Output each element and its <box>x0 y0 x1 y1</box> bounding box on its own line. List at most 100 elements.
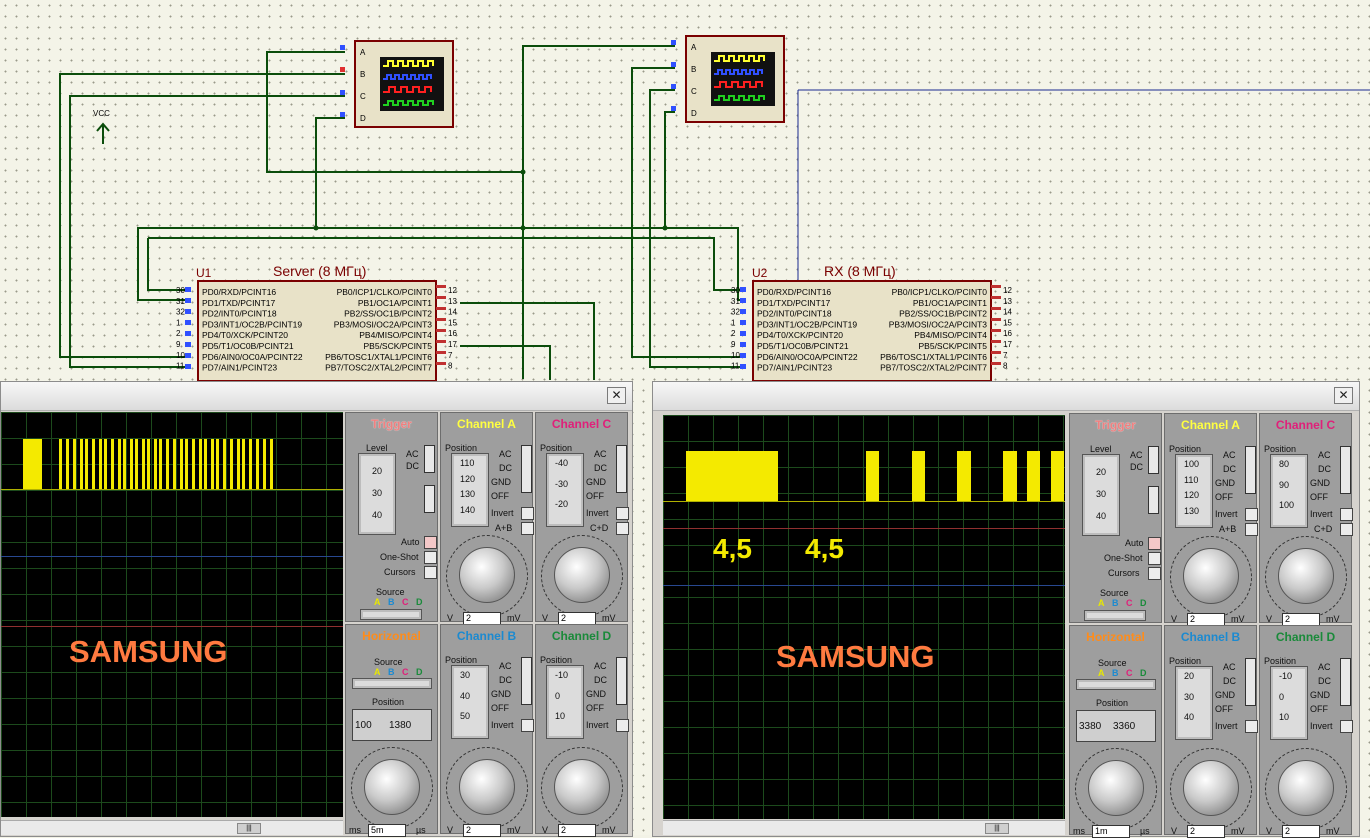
scope2-trigger-source-d[interactable]: D <box>1140 598 1147 608</box>
scope2-scroll-thumb[interactable]: ||| <box>985 823 1009 834</box>
scope2-channel_d-mode-gnd[interactable]: GND <box>1310 690 1330 700</box>
scope1-horizontal-source-d[interactable]: D <box>416 667 423 677</box>
scope1-channel_b-invert-button[interactable] <box>521 719 534 732</box>
scope2-trigger-source-a[interactable]: A <box>1098 598 1105 608</box>
scope1-channel_b-mode-off[interactable]: OFF <box>491 703 509 713</box>
scope1-channel_c-volts-knob[interactable] <box>554 547 610 603</box>
scope1-trigger-source-d[interactable]: D <box>416 597 423 607</box>
scope1-channel_b-mode-ac[interactable]: AC <box>499 661 512 671</box>
scope1-scrollbar[interactable]: ||| <box>1 820 343 835</box>
scope2-channel_d-volts-knob[interactable] <box>1278 760 1334 816</box>
scope2-channel_c-mode-off[interactable]: OFF <box>1310 492 1328 502</box>
scope1-channel_a-mode-gnd[interactable]: GND <box>491 477 511 487</box>
scope1-channel_a-volts-knob[interactable] <box>459 547 515 603</box>
scope2-channel_a-mode-dc[interactable]: DC <box>1223 464 1236 474</box>
scope1-channel_c-invert-button[interactable] <box>616 507 629 520</box>
scope2-channel_d-invert-button[interactable] <box>1340 720 1353 733</box>
scope2-titlebar[interactable]: ✕ <box>653 382 1359 411</box>
scope1-trigger-source-b[interactable]: B <box>388 597 395 607</box>
scope1-channel_d-coupling-switch[interactable] <box>616 657 627 705</box>
scope1-titlebar[interactable]: ✕ <box>1 382 632 411</box>
scope2-trigger-source-c[interactable]: C <box>1126 598 1133 608</box>
scope2-channel_c-invert-button[interactable] <box>1340 508 1353 521</box>
scope2-channel_c-volts-knob[interactable] <box>1278 548 1334 604</box>
scope1-trigger-source-a[interactable]: A <box>374 597 381 607</box>
scope2-trigger-auto-button[interactable] <box>1148 537 1161 550</box>
scope2-channel_b-invert-button[interactable] <box>1245 720 1258 733</box>
scope2-horizontal-source-a[interactable]: A <box>1098 668 1105 678</box>
scope2-channel_d-volts-value[interactable]: 2 <box>1282 825 1320 838</box>
scope1-channel_c-mode-dc[interactable]: DC <box>594 463 607 473</box>
scope2-trigger-edge-switch[interactable] <box>1148 486 1159 514</box>
scope2-horizontal-timebase-knob[interactable] <box>1088 760 1144 816</box>
scope1-trigger-cursors-button[interactable] <box>424 566 437 579</box>
scope2-channel_c-mode-ac[interactable]: AC <box>1318 450 1331 460</box>
scope2-channel_c-coupling-switch[interactable] <box>1340 446 1351 494</box>
scope1-trigger-source-c[interactable]: C <box>402 597 409 607</box>
scope2-channel_d-mode-dc[interactable]: DC <box>1318 676 1331 686</box>
scope1-channel_a-sum-button[interactable] <box>521 522 534 535</box>
scope1-channel_b-volts-value[interactable]: 2 <box>463 824 501 837</box>
scope1-channel_d-volts-value[interactable]: 2 <box>558 824 596 837</box>
scope1-close-button[interactable]: ✕ <box>607 387 626 404</box>
scope2-scrollbar[interactable]: ||| <box>663 820 1065 835</box>
scope2-horizontal-source-b[interactable]: B <box>1112 668 1119 678</box>
scope2-channel_b-volts-knob[interactable] <box>1183 760 1239 816</box>
scope2-channel_d-mode-off[interactable]: OFF <box>1310 704 1328 714</box>
scope1-channel_d-invert-button[interactable] <box>616 719 629 732</box>
scope1-channel_a-mode-dc[interactable]: DC <box>499 463 512 473</box>
scope2-horizontal-source-c[interactable]: C <box>1126 668 1133 678</box>
scope1-channel_a-mode-ac[interactable]: AC <box>499 449 512 459</box>
scope2-channel_a-mode-ac[interactable]: AC <box>1223 450 1236 460</box>
scope2-channel_b-mode-off[interactable]: OFF <box>1215 704 1233 714</box>
scope2-channel_c-mode-dc[interactable]: DC <box>1318 464 1331 474</box>
scope1-horizontal-timebase-value[interactable]: 5m <box>368 824 406 837</box>
scope1-horizontal-source-c[interactable]: C <box>402 667 409 677</box>
scope2-channel_a-invert-button[interactable] <box>1245 508 1258 521</box>
scope1-scroll-thumb[interactable]: ||| <box>237 823 261 834</box>
scope1-channel_b-volts-knob[interactable] <box>459 759 515 815</box>
scope2-channel_d-mode-ac[interactable]: AC <box>1318 662 1331 672</box>
scope1-channel_d-mode-off[interactable]: OFF <box>586 703 604 713</box>
scope1-trigger-oneshot-button[interactable] <box>424 551 437 564</box>
scope1-channel_c-mode-off[interactable]: OFF <box>586 491 604 501</box>
scope1-channel_c-position-slider[interactable]: -40-30-20 <box>546 453 584 527</box>
scope1-channel_a-coupling-switch[interactable] <box>521 445 532 493</box>
scope1-trigger-edge-switch[interactable] <box>424 485 435 513</box>
scope2-horizontal-source-d[interactable]: D <box>1140 668 1147 678</box>
scope1-horizontal-timebase-knob[interactable] <box>364 759 420 815</box>
scope2-horizontal-source-slider[interactable] <box>1076 679 1156 690</box>
scope1-channel_d-volts-knob[interactable] <box>554 759 610 815</box>
scope2-channel_a-coupling-switch[interactable] <box>1245 446 1256 494</box>
scope1-trigger-auto-button[interactable] <box>424 536 437 549</box>
scope1-channel_c-coupling-switch[interactable] <box>616 445 627 493</box>
scope1-horizontal-source-a[interactable]: A <box>374 667 381 677</box>
scope1-channel_c-mode-gnd[interactable]: GND <box>586 477 606 487</box>
scope2-channel_d-coupling-switch[interactable] <box>1340 658 1351 706</box>
scope2-horizontal-timebase-value[interactable]: 1m <box>1092 825 1130 838</box>
scope2-channel_b-mode-ac[interactable]: AC <box>1223 662 1236 672</box>
scope1-horizontal-source-slider[interactable] <box>352 678 432 689</box>
scope1-trigger-coupling-switch[interactable] <box>424 445 435 473</box>
scope1-channel_d-mode-ac[interactable]: AC <box>594 661 607 671</box>
scope2-channel_c-sum-button[interactable] <box>1340 523 1353 536</box>
scope1-horizontal-source-b[interactable]: B <box>388 667 395 677</box>
scope2-trigger-oneshot-button[interactable] <box>1148 552 1161 565</box>
scope1-channel_d-mode-dc[interactable]: DC <box>594 675 607 685</box>
scope1-channel_b-mode-gnd[interactable]: GND <box>491 689 511 699</box>
scope2-channel_a-sum-button[interactable] <box>1245 523 1258 536</box>
scope2-trigger-cursors-button[interactable] <box>1148 567 1161 580</box>
scope1-channel_d-mode-gnd[interactable]: GND <box>586 689 606 699</box>
scope2-channel_a-volts-knob[interactable] <box>1183 548 1239 604</box>
scope2-channel_b-coupling-switch[interactable] <box>1245 658 1256 706</box>
scope2-channel_a-mode-off[interactable]: OFF <box>1215 492 1233 502</box>
